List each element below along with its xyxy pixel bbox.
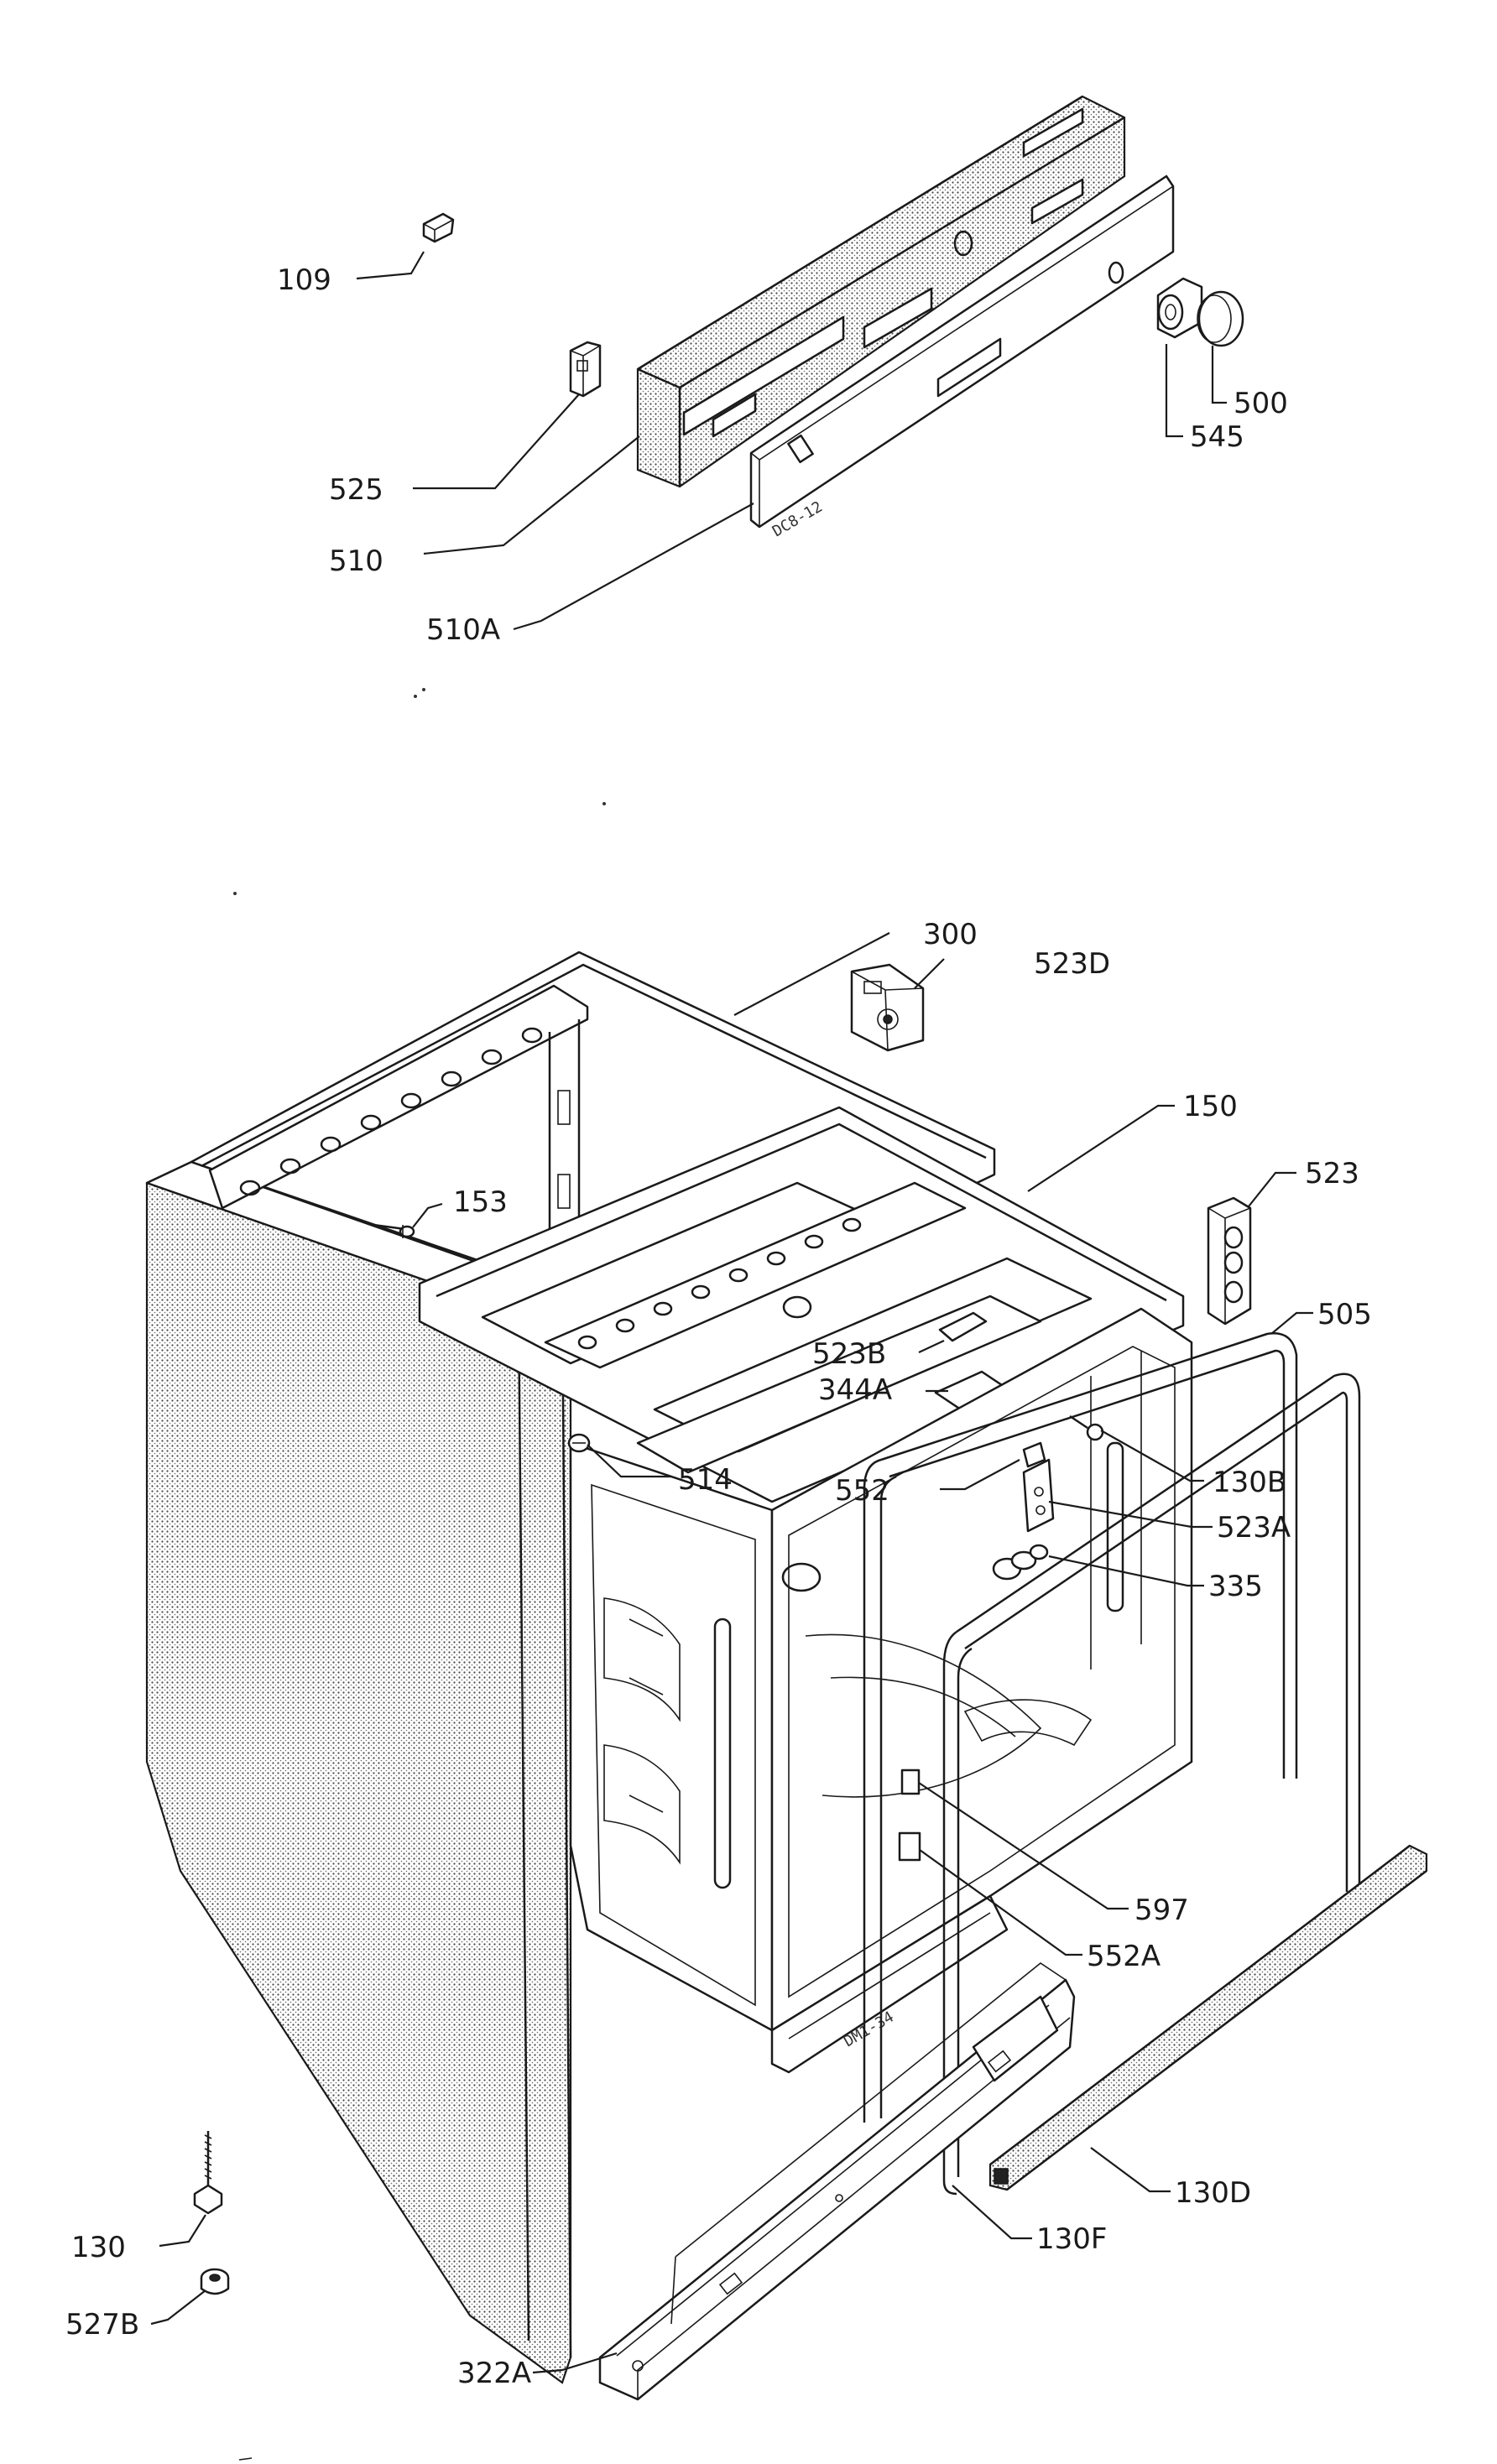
part-510-panel-body <box>636 95 1126 488</box>
leader-150 <box>1027 1104 1175 1192</box>
part-130D-trim-strip <box>988 1844 1428 2191</box>
label-300: 300 <box>923 918 978 951</box>
leader-523A <box>1048 1500 1213 1529</box>
part-130-screw <box>193 2131 223 2215</box>
leader-130B <box>1100 1430 1204 1482</box>
label-335: 335 <box>1208 1570 1263 1603</box>
part-514-screw <box>567 1433 591 1453</box>
label-510: 510 <box>329 544 383 578</box>
stray-mark <box>238 2457 253 2461</box>
label-523B: 523B <box>812 1337 886 1371</box>
label-500: 500 <box>1234 387 1288 420</box>
leader-597 <box>918 1782 1129 1910</box>
leader-545 <box>1165 344 1183 438</box>
part-335-valve <box>992 1544 1049 1581</box>
leader-552A <box>919 1849 1082 1956</box>
label-525: 525 <box>329 473 383 507</box>
label-545: 545 <box>1190 420 1244 454</box>
label-523D: 523D <box>1034 947 1110 981</box>
part-527B-nut <box>200 2268 230 2295</box>
leader-552 <box>940 1459 1020 1491</box>
part-523A-bracket <box>1022 1458 1055 1533</box>
label-130F: 130F <box>1036 2222 1107 2256</box>
label-523: 523 <box>1305 1157 1359 1190</box>
part-545-knob-shaft <box>1156 277 1203 339</box>
leader-500 <box>1211 346 1227 404</box>
label-130B: 130B <box>1213 1466 1286 1499</box>
label-130D: 130D <box>1175 2176 1251 2210</box>
leader-514 <box>587 1444 671 1478</box>
leader-322A <box>532 2352 618 2374</box>
part-322A-base-rail <box>598 1962 1076 2401</box>
leader-300 <box>733 932 890 1016</box>
label-130: 130 <box>71 2231 126 2264</box>
leader-130F <box>952 2185 1032 2240</box>
label-552A: 552A <box>1087 1940 1161 1973</box>
part-130F-gasket <box>942 1373 1361 2196</box>
part-552-spacer <box>1022 1441 1046 1468</box>
part-153-nozzle <box>373 1223 415 1238</box>
label-510A: 510A <box>426 613 500 647</box>
label-150: 150 <box>1183 1090 1238 1123</box>
label-514: 514 <box>678 1463 733 1497</box>
part-523D-hinge-plate <box>850 963 925 1052</box>
part-500-knob-cap <box>1197 290 1244 347</box>
leader-523D <box>914 958 945 989</box>
part-552A-spacer <box>898 1831 921 1862</box>
leader-153 <box>412 1202 443 1228</box>
label-552: 552 <box>835 1474 889 1508</box>
frame-holes <box>239 1027 543 1196</box>
part-505-door-gasket <box>863 1332 1298 2123</box>
leader-130 <box>159 2214 206 2248</box>
label-109: 109 <box>277 263 331 297</box>
label-597: 597 <box>1134 1894 1189 1927</box>
leader-505 <box>1270 1311 1313 1335</box>
part-523-side-cover <box>1207 1196 1252 1326</box>
part-523B-bracket <box>938 1311 988 1342</box>
label-523A: 523A <box>1217 1511 1291 1545</box>
part-525-bracket <box>569 341 602 398</box>
leader-525 <box>413 393 580 490</box>
label-322A: 322A <box>457 2357 531 2390</box>
tub-top-holes <box>577 1217 862 1350</box>
label-153: 153 <box>453 1185 508 1219</box>
label-505: 505 <box>1317 1298 1372 1331</box>
label-527B: 527B <box>65 2308 139 2342</box>
leader-527B <box>150 2289 206 2326</box>
leader-130D <box>1090 2147 1171 2193</box>
label-344A: 344A <box>818 1373 892 1407</box>
leader-510A <box>513 503 754 631</box>
tub-assembly-group: DM1-34 <box>145 932 1428 2401</box>
leader-523 <box>1248 1171 1296 1207</box>
part-597-latch <box>900 1769 921 1795</box>
leader-109 <box>356 251 425 280</box>
leader-523B <box>918 1340 945 1353</box>
tub-body: DM1-34 <box>569 1307 1193 2074</box>
part-109-clip <box>422 212 455 243</box>
leader-510 <box>423 435 640 555</box>
leader-335 <box>1048 1555 1204 1587</box>
part-labels: 109 525 510 510A 545 500 300 523D 150 52… <box>65 263 1372 2390</box>
control-panel-group: DC8-12 <box>233 95 1244 895</box>
